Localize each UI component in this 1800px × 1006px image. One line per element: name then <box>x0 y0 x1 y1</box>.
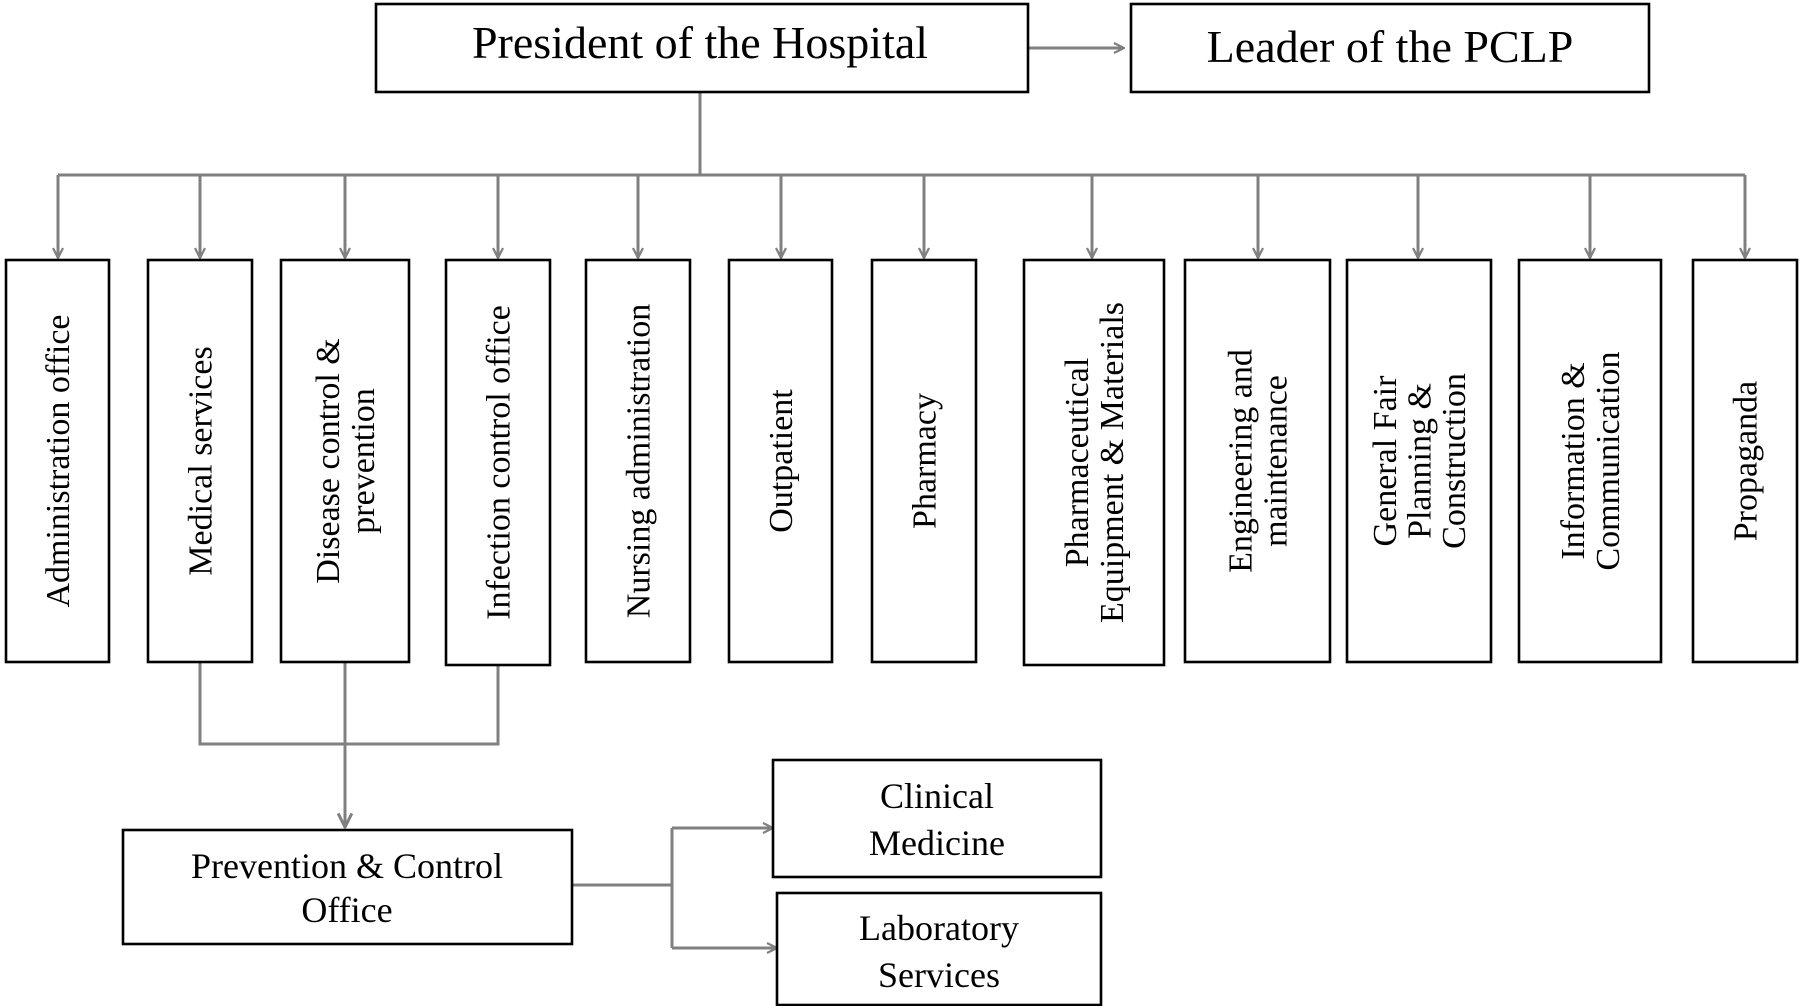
leader-node: Leader of the PCLP <box>1129 2 1651 94</box>
department-label-line: Nursing administration <box>621 304 658 618</box>
department-propaganda: Propaganda <box>1691 258 1799 664</box>
department-nursing-administration: Nursing administration <box>584 258 692 664</box>
department-label-line: Communication <box>1590 351 1627 570</box>
department-medical-services: Medical services <box>146 258 254 664</box>
department-label-line: General Fair <box>1367 375 1404 547</box>
department-disease-control-prevention: Disease control &prevention <box>279 258 411 664</box>
department-label-line: Medical services <box>183 346 220 575</box>
department-label: Medical services <box>183 346 220 575</box>
department-label-line: Pharmaceutical <box>1059 358 1096 568</box>
department-label-line: maintenance <box>1257 375 1294 547</box>
clinical-medicine-label-line: Medicine <box>869 823 1005 863</box>
department-label: Nursing administration <box>621 304 658 618</box>
department-label: Pharmacy <box>907 393 944 529</box>
office-to-outputs-lines <box>572 828 674 948</box>
department-arrows <box>58 175 1745 258</box>
connector-lines <box>58 48 1745 948</box>
laboratory-services-label-line: Laboratory <box>859 908 1019 948</box>
department-label: Infection control office <box>481 305 518 620</box>
president-node: President of the Hospital <box>374 2 1030 94</box>
department-infection-control-office: Infection control office <box>444 258 552 667</box>
department-label-line: Construction <box>1436 373 1473 549</box>
prevention-control-office-label-line: Office <box>301 890 392 930</box>
department-label-line: Pharmacy <box>907 393 944 529</box>
department-information-communication: Information &Communication <box>1517 258 1663 664</box>
department-engineering-maintenance: Engineering andmaintenance <box>1183 258 1332 664</box>
department-outpatient: Outpatient <box>727 258 834 664</box>
department-label-line: Outpatient <box>763 389 800 533</box>
department-label: Outpatient <box>763 389 800 533</box>
department-label: Disease control &prevention <box>310 338 382 584</box>
clinical-medicine-label-line: Clinical <box>880 776 994 816</box>
department-label-line: Planning & <box>1402 383 1439 539</box>
department-label-line: Administration office <box>40 314 77 607</box>
department-label: Propaganda <box>1728 381 1765 542</box>
department-label-line: prevention <box>345 388 382 533</box>
department-label-line: Engineering and <box>1223 349 1260 573</box>
department-administration-office: Administration office <box>4 258 111 664</box>
department-pharmacy: Pharmacy <box>870 258 978 664</box>
department-row: Administration office Medical services Dis… <box>4 258 1799 667</box>
president-label: President of the Hospital <box>472 17 928 68</box>
department-label-line: Information & <box>1555 362 1592 559</box>
department-label-line: Infection control office <box>481 305 518 620</box>
department-label: PharmaceuticalEquipment & Materials <box>1059 302 1131 623</box>
leader-label: Leader of the PCLP <box>1207 21 1574 72</box>
department-pharmaceutical-equipment-materials: PharmaceuticalEquipment & Materials <box>1022 258 1166 667</box>
laboratory-services-label-line: Services <box>878 955 1000 995</box>
prevention-control-office-label-line: Prevention & Control <box>191 846 503 886</box>
department-label-line: Equipment & Materials <box>1094 302 1131 623</box>
department-label-line: Disease control & <box>310 338 347 584</box>
department-label: Information &Communication <box>1555 351 1627 570</box>
department-label: General FairPlanning &Construction <box>1367 373 1473 549</box>
department-general-fair-planning-construction: General FairPlanning &Construction <box>1345 258 1493 664</box>
department-label-line: Propaganda <box>1728 381 1765 542</box>
department-label: Engineering andmaintenance <box>1223 349 1295 573</box>
merge-to-office-lines <box>198 662 500 746</box>
department-label: Administration office <box>40 314 77 607</box>
